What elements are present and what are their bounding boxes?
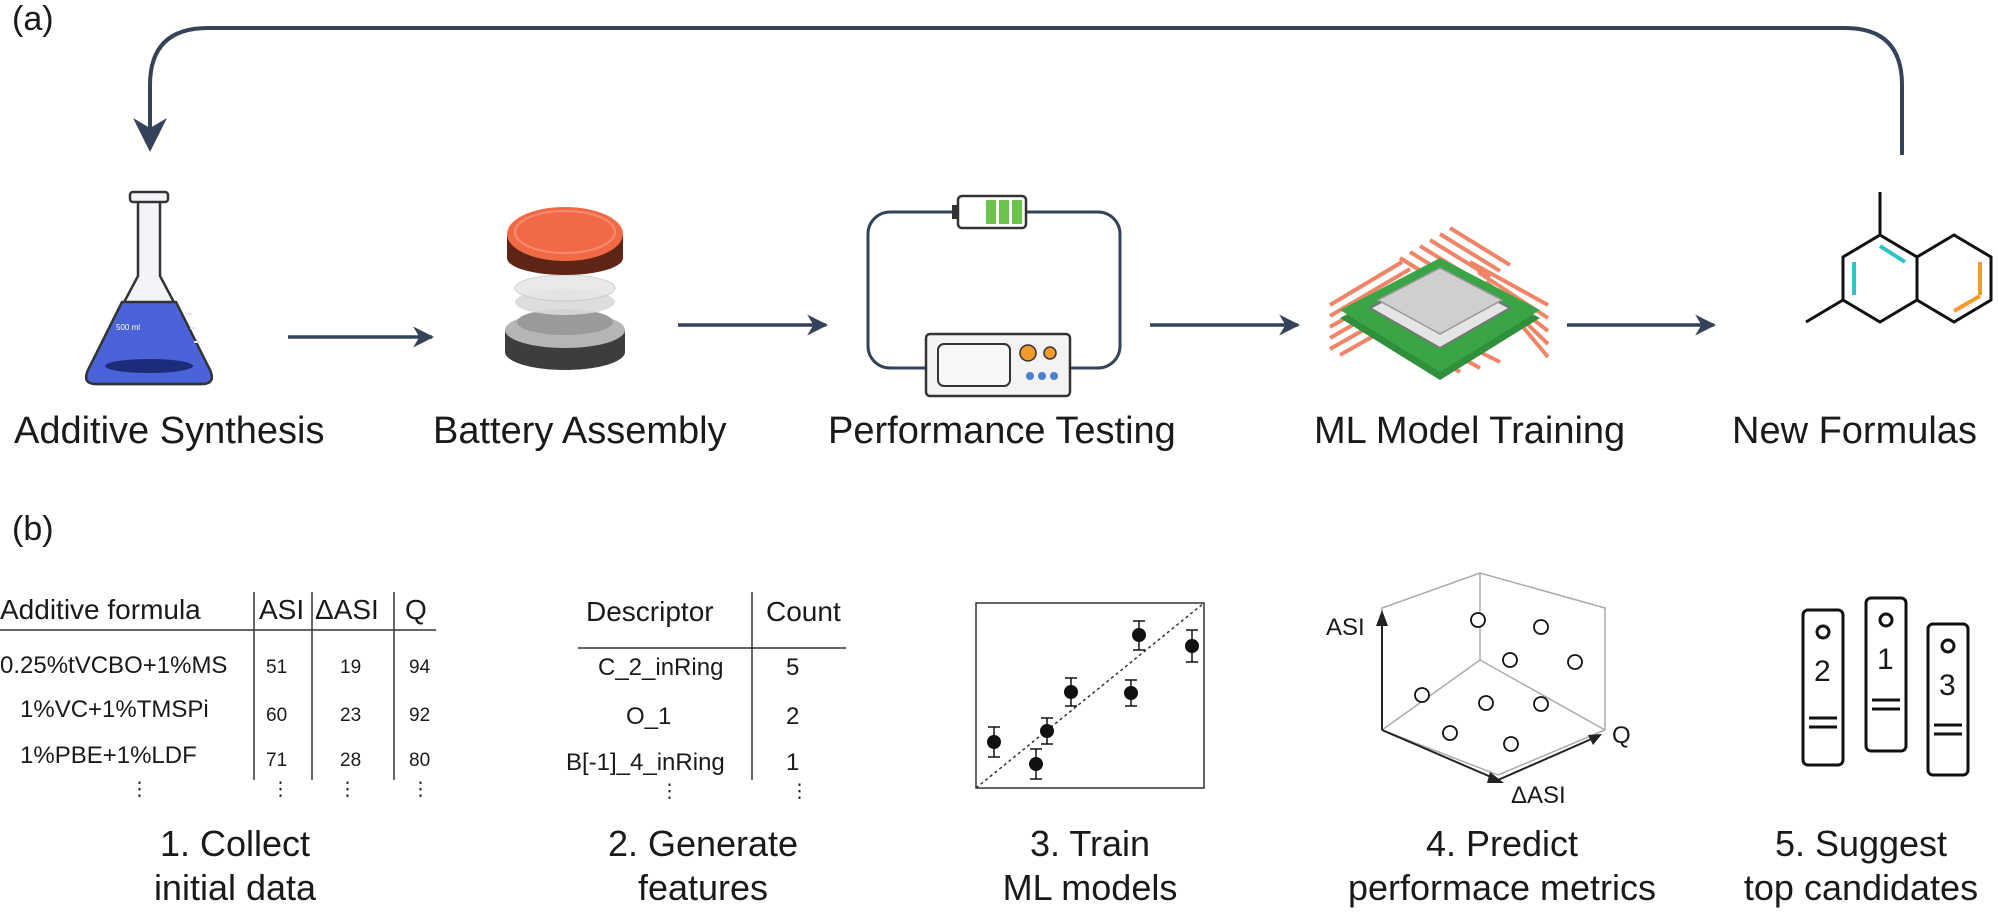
feature-row-1-descriptor: C_2_inRing bbox=[598, 654, 724, 681]
feature-row-3-count: 1 bbox=[786, 749, 800, 776]
stage-label-performance-testing: Performance Testing bbox=[828, 410, 1176, 452]
col-header-q: Q bbox=[405, 594, 427, 625]
table-row-3-delta-asi: 28 bbox=[340, 750, 362, 771]
train-parity-plot bbox=[975, 602, 1205, 789]
stage-label-ml-model-training: ML Model Training bbox=[1314, 410, 1626, 452]
panel-a-label: (a) bbox=[12, 0, 54, 38]
candidate-rank-1: 1 bbox=[1877, 643, 1894, 676]
col-header-count: Count bbox=[766, 596, 841, 627]
feature-ellipsis: ⋮ bbox=[660, 781, 679, 802]
stage-label-new-formulas: New Formulas bbox=[1732, 410, 1977, 452]
table-row-1-delta-asi: 19 bbox=[340, 657, 362, 678]
svg-text:500 ml: 500 ml bbox=[116, 323, 140, 332]
table-row-1-q: 94 bbox=[409, 657, 431, 678]
step-label-collect: 1. Collect initial data bbox=[100, 822, 370, 910]
step-label-predict-line1: 4. Predict bbox=[1425, 823, 1579, 864]
coin-cell-icon bbox=[505, 207, 625, 370]
table-ellipsis: ⋮ bbox=[271, 779, 290, 800]
candidate-rank-3: 3 bbox=[1939, 669, 1956, 702]
step-label-suggest-line1: 5. Suggest bbox=[1774, 823, 1948, 864]
step-label-generate: 2. Generate features bbox=[568, 822, 838, 910]
table-row-2-q: 92 bbox=[409, 705, 431, 726]
feedback-loop-arrow bbox=[148, 26, 1904, 155]
table-row-2-formula: 1%VC+1%TMSPi bbox=[20, 696, 209, 723]
table-ellipsis: ⋮ bbox=[130, 779, 149, 800]
step-label-train-line1: 3. Train bbox=[1029, 823, 1151, 864]
step-label-train: 3. Train ML models bbox=[955, 822, 1225, 910]
step-label-collect-line1: 1. Collect bbox=[159, 823, 311, 864]
feature-row-2-count: 2 bbox=[786, 703, 800, 730]
feature-row-3-descriptor: B[-1]_4_inRing bbox=[566, 749, 725, 776]
table-row-3-q: 80 bbox=[409, 750, 431, 771]
stage-label-battery-assembly: Battery Assembly bbox=[433, 410, 727, 452]
col-header-asi: ASI bbox=[259, 594, 305, 625]
candidate-rank-2: 2 bbox=[1814, 655, 1831, 688]
feature-row-1-count: 5 bbox=[786, 654, 800, 681]
axis-label-delta-asi: ΔASI bbox=[1511, 782, 1566, 809]
table-ellipsis: ⋮ bbox=[338, 779, 357, 800]
molecule-icon bbox=[1805, 192, 1993, 324]
step-label-suggest-line2: top candidates bbox=[1743, 867, 1979, 908]
step-label-predict: 4. Predict performace metrics bbox=[1322, 822, 1682, 910]
table-row-1-asi: 51 bbox=[266, 657, 288, 678]
battery-tester-icon bbox=[866, 194, 1122, 398]
col-header-descriptor: Descriptor bbox=[586, 596, 714, 627]
flask-icon: 500 ml bbox=[85, 190, 213, 386]
feature-ellipsis: ⋮ bbox=[790, 781, 809, 802]
table-row-2-delta-asi: 23 bbox=[340, 705, 362, 726]
processor-chip-icon bbox=[1328, 226, 1550, 380]
table-row-3-asi: 71 bbox=[266, 750, 288, 771]
table-row-1-formula: 0.25%tVCBO+1%MS bbox=[0, 652, 228, 679]
table-row-3-formula: 1%PBE+1%LDF bbox=[20, 742, 197, 769]
predict-3d-plot bbox=[1376, 572, 1606, 783]
step-label-collect-line2: initial data bbox=[153, 867, 317, 908]
candidate-vials-icon bbox=[1801, 596, 1970, 777]
step-label-generate-line1: 2. Generate bbox=[607, 823, 799, 864]
stage-label-additive-synthesis: Additive Synthesis bbox=[14, 410, 325, 452]
step-label-train-line2: ML models bbox=[1002, 867, 1178, 908]
table-row-2-asi: 60 bbox=[266, 705, 288, 726]
step-label-predict-line2: performace metrics bbox=[1347, 867, 1657, 908]
table-ellipsis: ⋮ bbox=[411, 779, 430, 800]
axis-label-asi: ASI bbox=[1326, 614, 1365, 641]
step-label-generate-line2: features bbox=[637, 867, 769, 908]
col-header-additive-formula: Additive formula bbox=[0, 594, 201, 625]
axis-label-q: Q bbox=[1612, 722, 1631, 749]
feature-row-2-descriptor: O_1 bbox=[626, 703, 672, 730]
panel-b-label: (b) bbox=[12, 510, 54, 548]
col-header-delta-asi: ΔASI bbox=[315, 594, 379, 625]
step-label-suggest: 5. Suggest top candidates bbox=[1728, 822, 1994, 910]
